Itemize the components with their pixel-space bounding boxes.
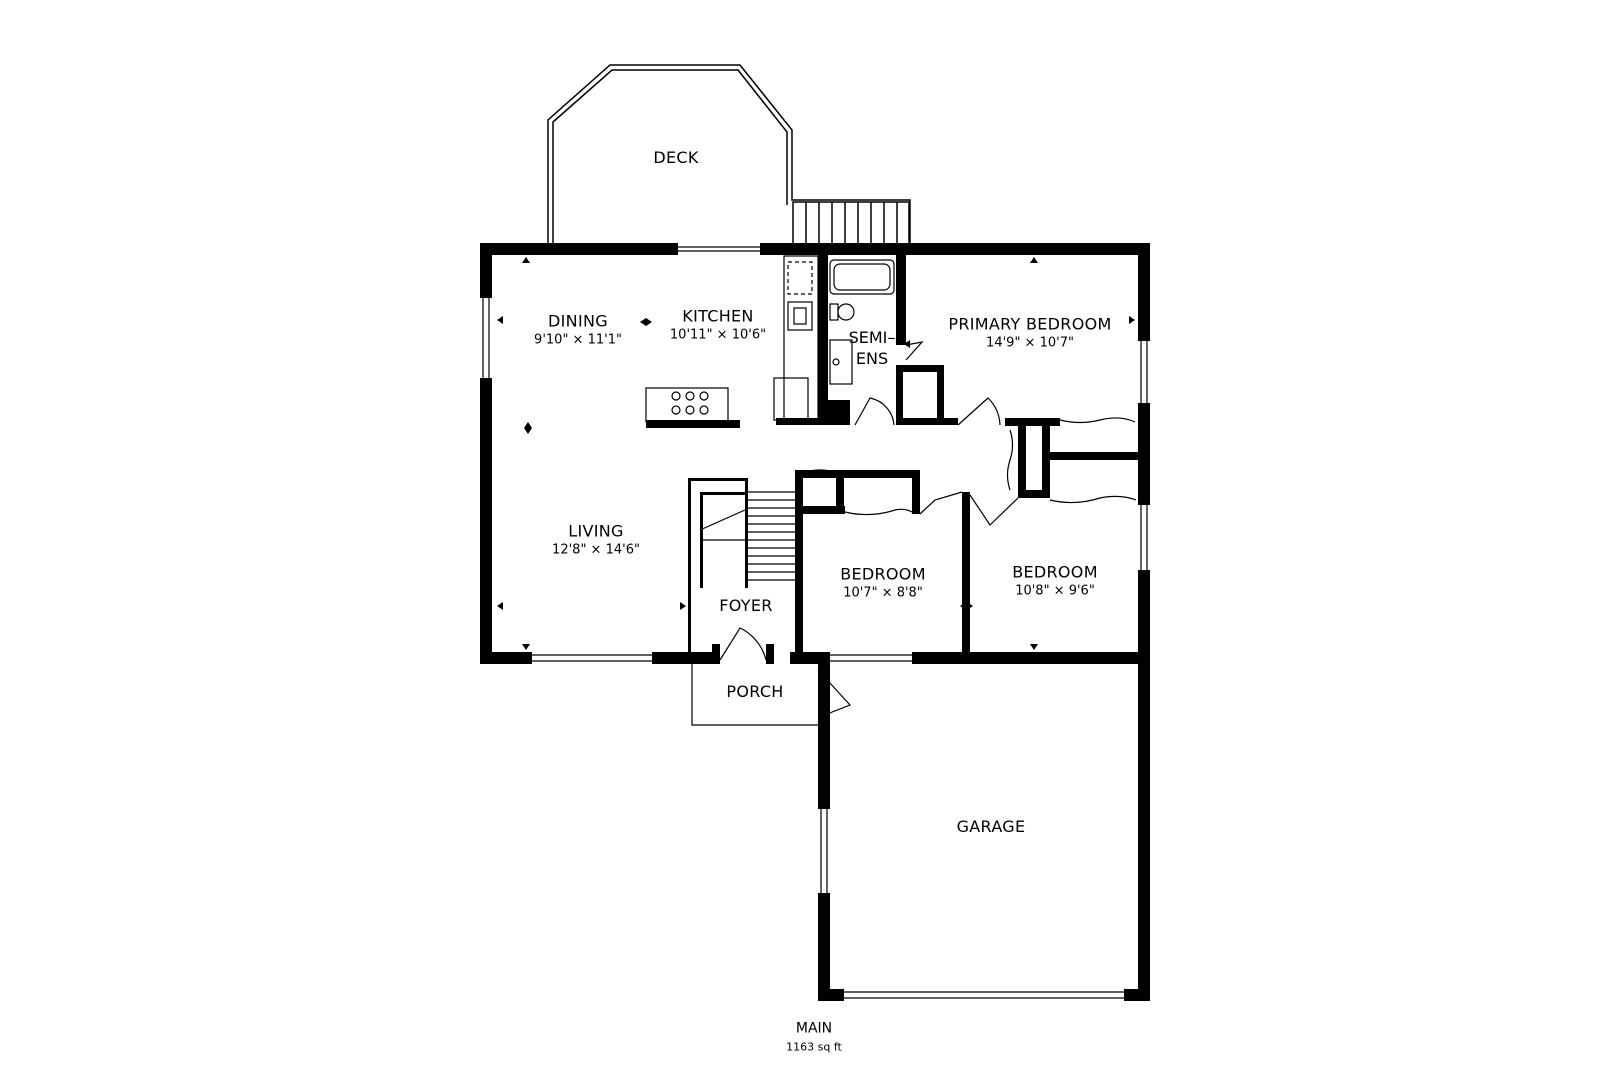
- living-dims: 12'8" × 14'6": [552, 542, 640, 558]
- primary-bedroom-dims: 14'9" × 10'7": [986, 335, 1074, 351]
- room-label-deck: DECK: [653, 148, 699, 167]
- door-swings: [719, 341, 1137, 717]
- windows: [482, 246, 1148, 999]
- room-label-bedroom-3: BEDROOM 10'8" × 9'6": [1012, 562, 1098, 599]
- semiens-line1: SEMI–: [848, 328, 896, 347]
- dining-name: DINING: [548, 311, 608, 331]
- deck-stairs: [792, 201, 910, 245]
- bedroom-2-dims: 10'7" × 8'8": [843, 585, 923, 601]
- room-label-foyer: FOYER: [719, 596, 773, 615]
- room-label-living: LIVING 12'8" × 14'6": [552, 521, 640, 558]
- room-label-semi-ensuite: SEMI– ENS: [849, 327, 896, 369]
- floor-area: 1163 sq ft: [786, 1040, 842, 1054]
- primary-bedroom-name: PRIMARY BEDROOM: [948, 314, 1112, 334]
- room-label-porch: PORCH: [726, 682, 784, 701]
- floor-label: MAIN 1163 sq ft: [786, 1022, 842, 1053]
- room-label-kitchen: KITCHEN 10'11" × 10'6": [669, 306, 767, 343]
- exterior-walls: [480, 243, 1150, 1001]
- bedroom-3-dims: 10'8" × 9'6": [1015, 583, 1095, 599]
- kitchen-dims: 10'11" × 10'6": [669, 327, 767, 343]
- deck-outline: [547, 64, 911, 245]
- kitchen-fixtures: [645, 255, 819, 423]
- bedroom-2-name: BEDROOM: [840, 564, 926, 584]
- dimension-ticks: [497, 257, 1135, 650]
- room-label-bedroom-2: BEDROOM 10'7" × 8'8": [840, 564, 926, 601]
- bedroom-3-name: BEDROOM: [1012, 562, 1098, 582]
- interior-stairs: [699, 491, 795, 581]
- room-label-dining: DINING 9'10" × 11'1": [534, 311, 622, 348]
- kitchen-name: KITCHEN: [682, 306, 754, 326]
- living-name: LIVING: [568, 521, 624, 541]
- interior-walls: [688, 255, 1138, 664]
- kitchen-island-counter: [646, 420, 740, 428]
- dining-dims: 9'10" × 11'1": [534, 332, 622, 348]
- room-label-primary-bedroom: PRIMARY BEDROOM 14'9" × 10'7": [948, 314, 1112, 351]
- bath-fixtures: [829, 259, 895, 385]
- floor-name: MAIN: [795, 1020, 833, 1037]
- porch-outline: [691, 664, 818, 726]
- room-label-garage: GARAGE: [956, 817, 1026, 836]
- semiens-line2: ENS: [855, 349, 889, 368]
